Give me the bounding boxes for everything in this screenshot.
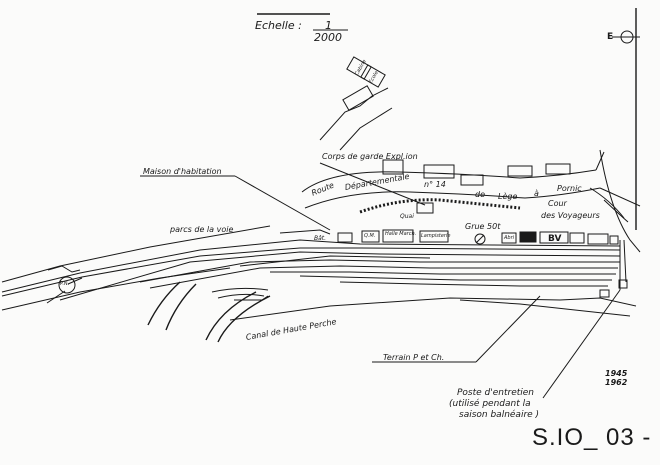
railway-tracks <box>1 239 621 301</box>
building-roadside-2 <box>423 164 455 179</box>
label-terrain: Terrain P et Ch. <box>383 353 445 362</box>
building-qm <box>361 230 380 243</box>
building-north-b <box>360 64 386 88</box>
building-goods-hall <box>382 229 414 243</box>
north-label: E <box>607 32 614 42</box>
label-voyageurs: des Voyageurs <box>541 211 600 220</box>
turntable <box>474 233 486 245</box>
label-lege: Lège <box>498 192 518 201</box>
label-year-1: 1945 <box>605 369 628 378</box>
building-lamp <box>419 230 449 243</box>
building-roadside-1 <box>382 159 404 175</box>
scale-numerator: 1 <box>325 19 332 32</box>
label-box-c: Lampisterie <box>421 233 451 239</box>
label-maison: Maison d'habitation <box>143 167 222 176</box>
building-bv <box>539 231 569 244</box>
scale-label: Echelle : <box>255 19 302 32</box>
label-parcs: parcs de la voie <box>170 225 234 234</box>
label-quay: Quai <box>400 213 414 220</box>
label-pornic: Pornic <box>557 184 582 193</box>
label-box-a: Q.M. <box>364 233 376 239</box>
maintenance-post <box>618 279 628 289</box>
label-year-2: 1962 <box>605 378 628 387</box>
building-shelter <box>501 232 517 244</box>
label-small-left: Bât. <box>314 235 327 242</box>
label-no14: n° 14 <box>424 180 446 189</box>
label-a: à <box>534 189 539 198</box>
label-box-d: Abri <box>504 235 515 241</box>
yard-boundary-top <box>1 225 271 283</box>
label-pn: P.N. <box>60 281 70 287</box>
label-box-b: Halle March. <box>385 231 417 237</box>
lower-boundary <box>229 297 637 321</box>
label-poste: Poste d'entretien <box>457 388 535 398</box>
label-corps-garde: Corps de garde Expl.ion <box>322 152 418 161</box>
guard-house <box>416 202 434 214</box>
embankment-hatch <box>359 198 521 214</box>
label-poste-note1: (utilisé pendant la <box>449 399 531 409</box>
level-crossing <box>58 276 76 294</box>
sheet-number: S.IO_ 03 - <box>532 424 652 451</box>
building-north-a <box>346 56 372 80</box>
label-poste-note2: saison balnéaire ) <box>459 410 540 420</box>
label-grue: Grue 50t <box>465 222 501 231</box>
scale-denominator: 2000 <box>314 31 342 44</box>
label-de: de <box>475 190 485 199</box>
label-cour: Cour <box>548 199 567 208</box>
canal-bank-west <box>147 281 181 326</box>
canal-bank-east <box>205 291 257 341</box>
label-bv: BV <box>548 234 562 244</box>
